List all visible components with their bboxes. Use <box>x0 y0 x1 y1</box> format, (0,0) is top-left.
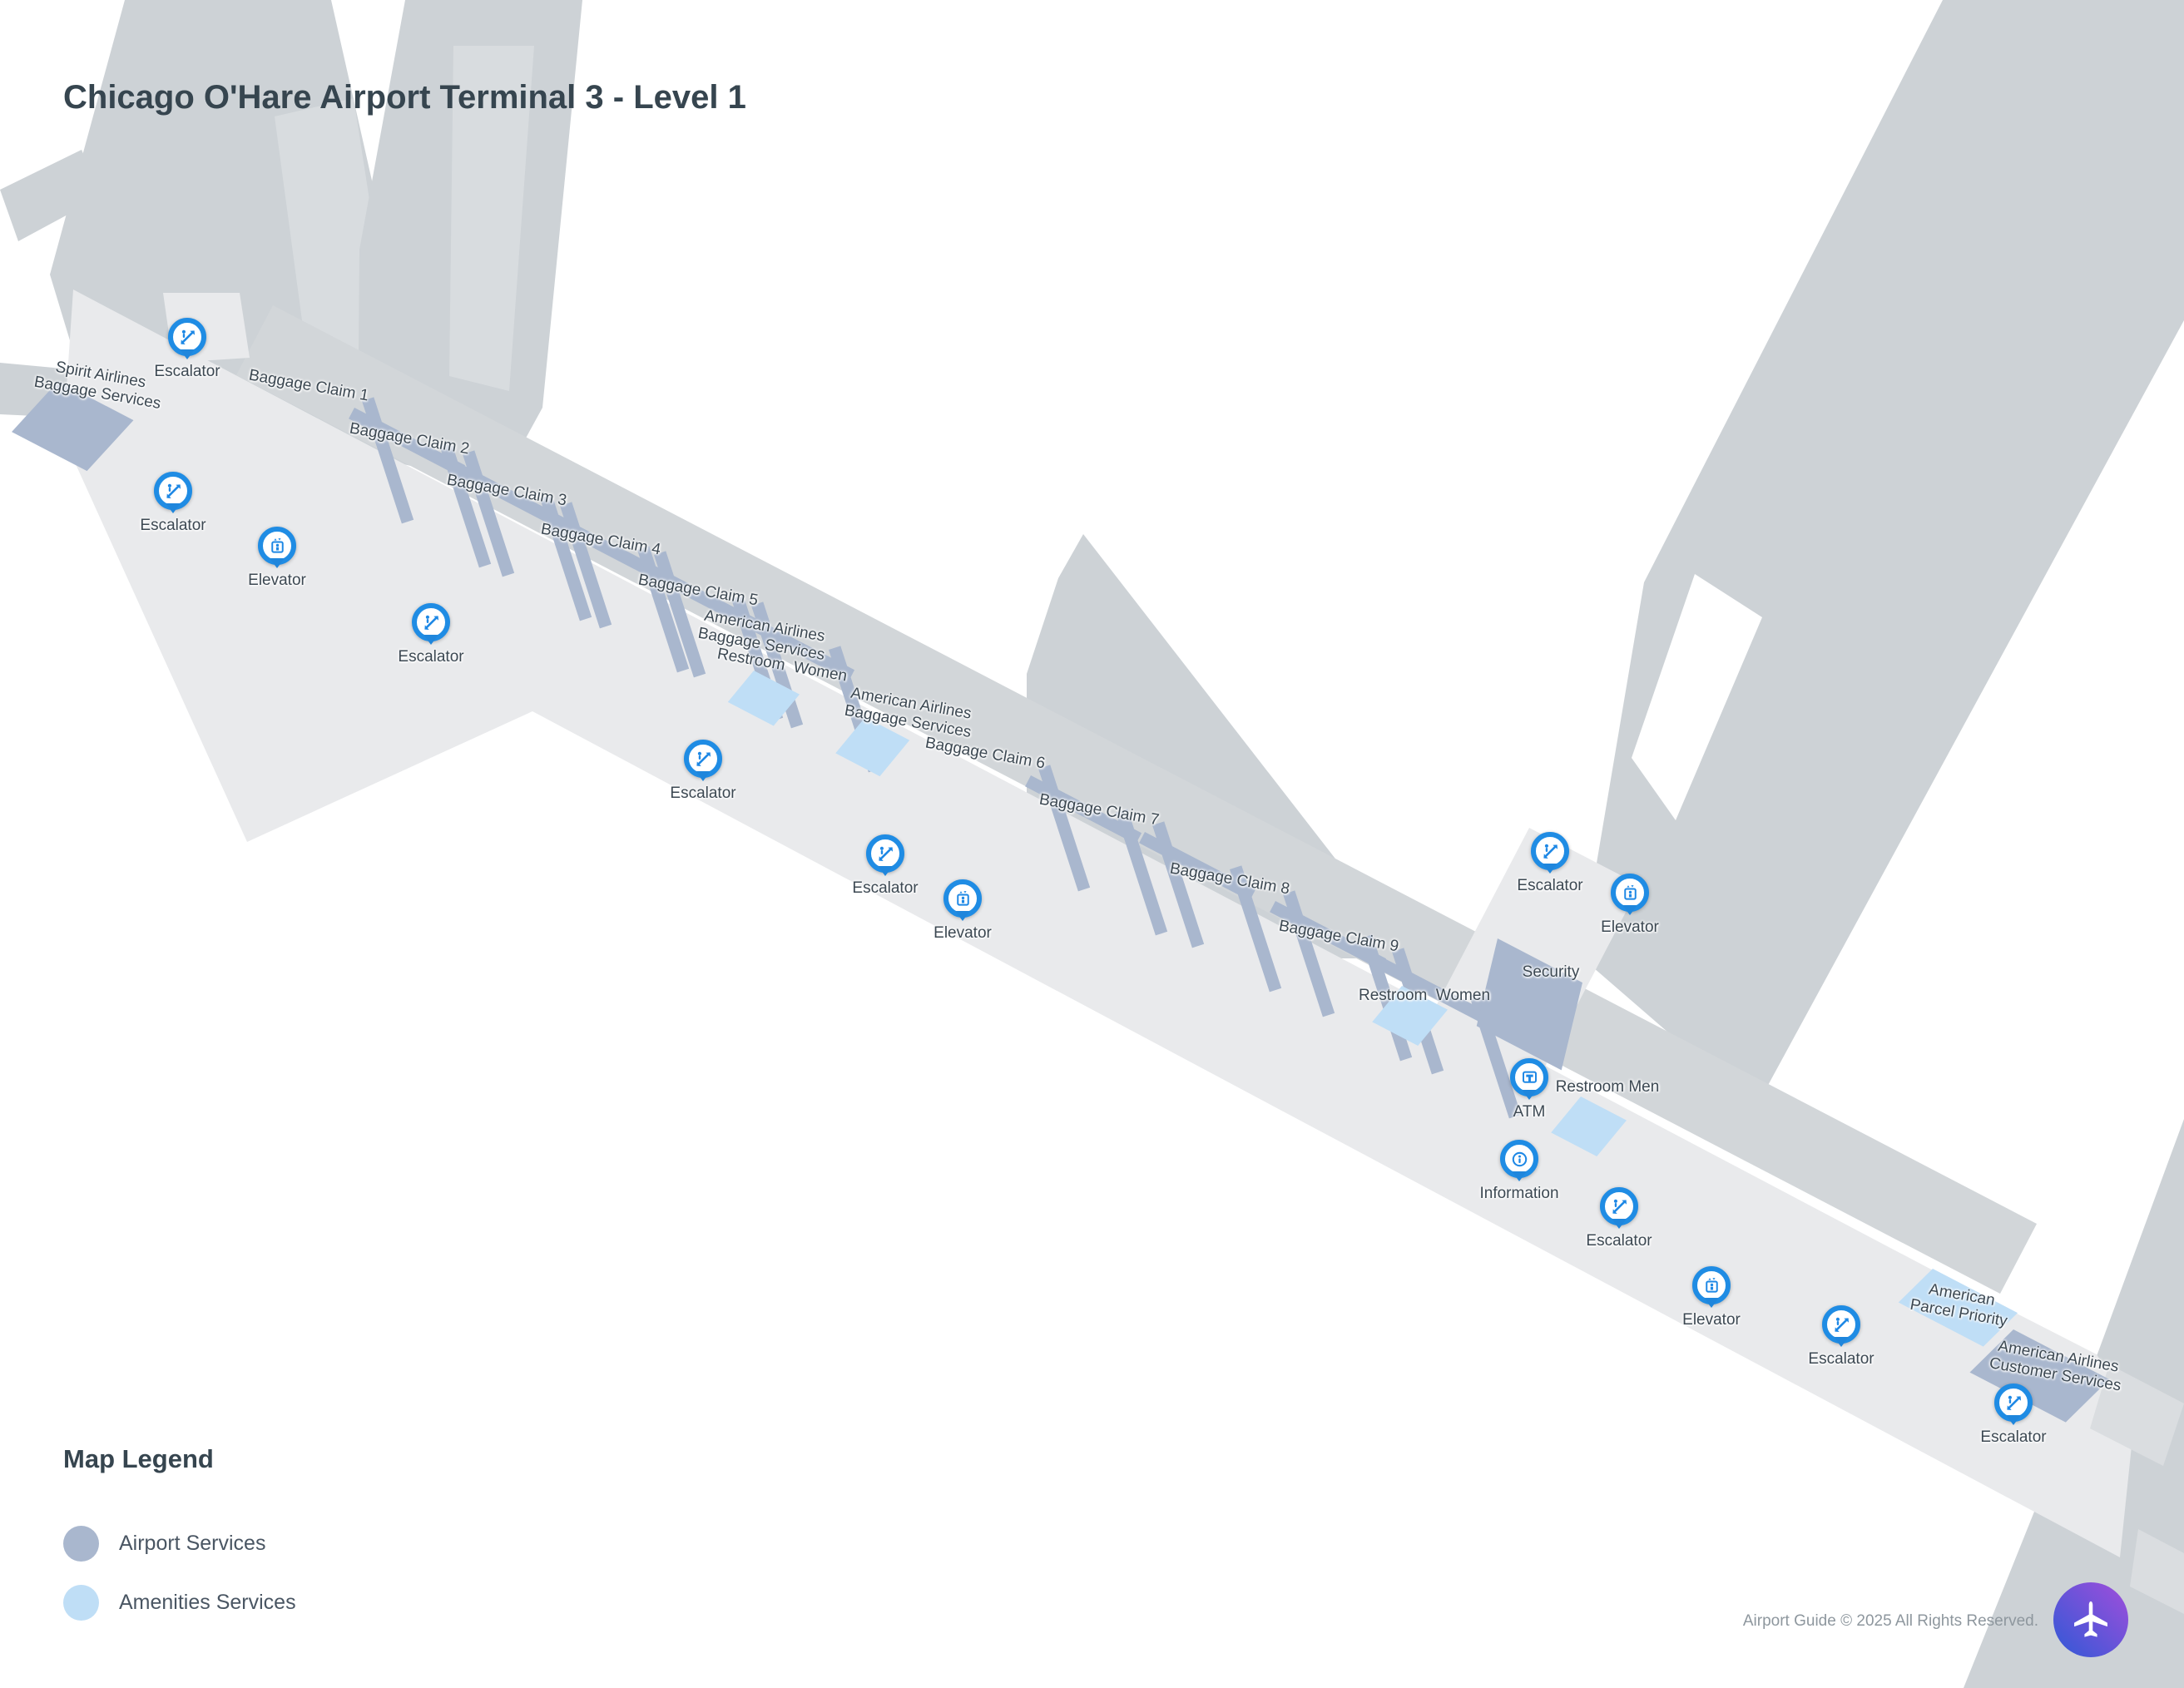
corridor-top-middle-accent <box>449 46 534 391</box>
escalator-pin-label: Escalator <box>1586 1232 1652 1250</box>
airplane-icon <box>2074 1601 2107 1637</box>
elevator-pin[interactable] <box>258 527 296 568</box>
escalator-pin[interactable] <box>412 603 450 645</box>
escalator-icon <box>166 483 181 498</box>
label-restroom-women: Restroom Women <box>1358 987 1491 1004</box>
corridor-west-prong-upper <box>0 150 102 241</box>
airport-services-swatch <box>63 1526 99 1562</box>
escalator-pin[interactable] <box>1531 832 1569 874</box>
atm-pin-label: ATM <box>1513 1103 1546 1121</box>
escalator-pin-label: Escalator <box>670 785 736 802</box>
amenities-services-swatch <box>63 1585 99 1621</box>
information-pin-label: Information <box>1479 1185 1559 1202</box>
label-security: Security <box>1522 963 1580 981</box>
escalator-pin-label: Escalator <box>140 517 206 534</box>
escalator-pin[interactable] <box>168 318 206 359</box>
escalator-pin[interactable] <box>1994 1384 2033 1425</box>
escalator-pin-label: Escalator <box>1980 1428 2047 1446</box>
elevator-pin[interactable] <box>1611 874 1649 915</box>
escalator-pin[interactable] <box>1822 1305 1860 1347</box>
atm-icon <box>1522 1071 1537 1083</box>
escalator-pin-label: Escalator <box>1808 1350 1874 1368</box>
escalator-icon <box>696 751 711 766</box>
escalator-pin[interactable] <box>154 472 192 513</box>
escalator-icon <box>1543 844 1558 859</box>
information-pin[interactable] <box>1500 1140 1538 1181</box>
label-restroom-men: Restroom Men <box>1555 1078 1660 1096</box>
copyright-text: Airport Guide © 2025 All Rights Reserved… <box>1742 1612 2038 1630</box>
escalator-pin-label: Escalator <box>852 879 919 897</box>
information-icon <box>1512 1151 1527 1166</box>
escalator-icon <box>423 615 438 630</box>
page-title: Chicago O'Hare Airport Terminal 3 - Leve… <box>63 78 746 116</box>
escalator-pin-label: Escalator <box>1517 877 1583 894</box>
corridor-right-notch <box>1632 574 1762 820</box>
escalator-icon <box>180 329 195 344</box>
corridor-tail-patch-1 <box>2090 1364 2184 1466</box>
escalator-icon <box>1834 1317 1849 1332</box>
elevator-pin[interactable] <box>1692 1266 1731 1308</box>
escalator-pin[interactable] <box>684 740 722 781</box>
elevator-icon <box>270 537 284 553</box>
escalator-pin[interactable] <box>866 834 904 876</box>
elevator-pin-label: Elevator <box>1601 918 1659 936</box>
escalator-icon <box>2006 1395 2021 1410</box>
escalator-icon <box>1612 1199 1627 1214</box>
atm-pin[interactable] <box>1510 1058 1548 1100</box>
corridor-tail-patch-2 <box>2130 1529 2184 1614</box>
legend-item-amenities-services: Amenities Services <box>63 1585 296 1621</box>
escalator-pin[interactable] <box>1600 1187 1638 1229</box>
elevator-pin[interactable] <box>943 879 982 921</box>
legend-item-label: Amenities Services <box>119 1591 296 1614</box>
elevator-icon <box>956 890 969 906</box>
legend-item-label: Airport Services <box>119 1532 266 1555</box>
legend-heading: Map Legend <box>63 1444 214 1473</box>
elevator-icon <box>1623 884 1637 900</box>
airport-guide-logo <box>2053 1582 2128 1657</box>
carousel-band <box>236 305 2037 1294</box>
elevator-icon <box>1705 1277 1718 1293</box>
escalator-pin-label: Escalator <box>154 363 220 380</box>
escalator-pin-label: Escalator <box>398 648 464 666</box>
legend-item-airport-services: Airport Services <box>63 1526 296 1562</box>
corridor-bottom-right <box>1964 1119 2184 1688</box>
map-legend: Map Legend Airport Services Amenities Se… <box>63 1444 296 1644</box>
escalator-icon <box>878 846 893 861</box>
elevator-pin-label: Elevator <box>248 572 306 589</box>
elevator-pin-label: Elevator <box>1682 1311 1741 1329</box>
corridor-right <box>1581 0 2184 1108</box>
elevator-pin-label: Elevator <box>934 924 992 942</box>
